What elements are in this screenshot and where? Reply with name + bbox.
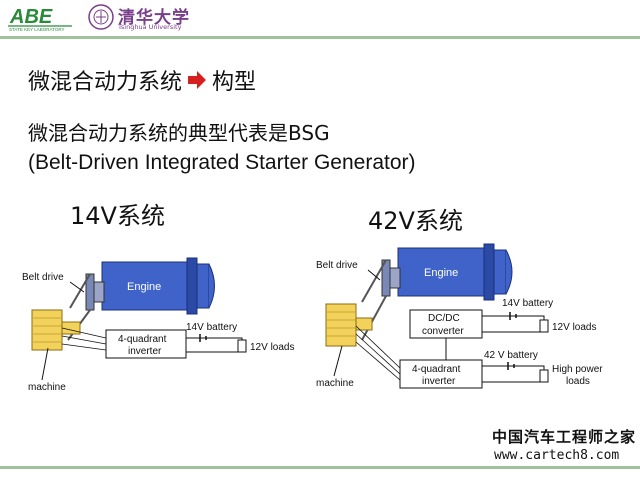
belt-drive-label: Belt drive (316, 260, 358, 271)
footer-divider (0, 466, 640, 469)
system-14v-label: 14V系统 (70, 202, 165, 230)
machine-label: machine (316, 378, 354, 389)
high-power-line1: High power (552, 364, 603, 375)
engine-rear (493, 249, 507, 295)
svg-text:ABE: ABE (9, 6, 53, 28)
inverter-box (105, 329, 187, 359)
machine-shaft (61, 321, 81, 335)
engine-cap (208, 263, 215, 309)
footer-url: www.cartech8.com (494, 448, 620, 463)
belt (361, 259, 387, 341)
engine-shaft (93, 281, 105, 303)
tsinghua-seal-icon (88, 4, 114, 30)
university-name: 清华大学 (118, 8, 190, 28)
bus-42v (482, 365, 545, 383)
engine-label: Engine (127, 281, 161, 293)
diagram-42v: Engine Belt drive machine DC/DC converte… (316, 243, 603, 389)
phase-wires (355, 325, 401, 381)
system-42v-label: 42V系统 (368, 207, 463, 235)
load-12v-resistor (539, 319, 549, 333)
flywheel (483, 243, 495, 301)
machine-label: machine (28, 382, 66, 393)
title-right: 构型 (212, 70, 257, 95)
machine-pointer (333, 345, 343, 377)
engine-block (101, 261, 188, 311)
load-resistor (237, 339, 247, 353)
battery-42-label: 42 V battery (484, 350, 538, 361)
subtitle-line1: 微混合动力系统的典型代表是BSG (28, 121, 330, 145)
svg-text:STATE KEY LABORATORY: STATE KEY LABORATORY (9, 27, 65, 32)
machine-windings (32, 317, 62, 343)
battery-14-icon (509, 312, 517, 320)
slide-header: ABE STATE KEY LABORATORY 清华大学 Tsinghua U… (0, 0, 640, 36)
engine-rear (196, 263, 210, 309)
converter-line1: DC/DC (428, 313, 460, 324)
inverter-line1: 4-quadrant (412, 364, 461, 375)
inverter-box (399, 359, 483, 389)
footer-brand: 中国汽车工程师之家 (492, 428, 637, 446)
engine-shaft (389, 267, 401, 289)
inverter-line2: inverter (422, 376, 456, 387)
machine-body (31, 309, 63, 351)
belt-drive-label: Belt drive (22, 272, 64, 283)
phase-wires (61, 327, 107, 351)
machine-pointer (41, 347, 49, 381)
university-en-name: Tsinghua University (118, 23, 182, 31)
title-left: 微混合动力系统 (28, 70, 183, 95)
machine-shaft (355, 317, 373, 331)
battery-icon (199, 334, 207, 342)
red-arrow-icon (188, 71, 207, 89)
subtitle-line2: (Belt-Driven Integrated Starter Generato… (28, 151, 416, 174)
flywheel (186, 257, 198, 315)
bus-12v (482, 315, 545, 333)
high-power-line2: loads (566, 376, 590, 387)
engine-cap (505, 249, 513, 295)
loads-12-label: 12V loads (552, 322, 596, 333)
header-divider (0, 36, 640, 39)
machine-windings (326, 311, 356, 337)
dc-bus (186, 337, 243, 353)
diagram-14v: Engine Belt drive machine 4-quadrant inv… (22, 257, 294, 393)
slide-title: 微混合动力系统 构型 (28, 64, 256, 96)
high-power-resistor (539, 369, 549, 383)
battery-42-icon (507, 362, 515, 370)
belt-drive-pointer (69, 281, 85, 293)
inverter-line1: 4-quadrant (118, 334, 167, 345)
abe-logo: ABE STATE KEY LABORATORY (6, 4, 76, 32)
engine-label: Engine (424, 267, 458, 279)
machine-body (325, 303, 357, 347)
inverter-line2: inverter (128, 346, 162, 357)
belt-drive-pointer (367, 269, 381, 281)
battery-14-label: 14V battery (502, 298, 553, 309)
converter-line2: converter (422, 326, 464, 337)
loads-label: 12V loads (250, 342, 294, 353)
battery-label: 14V battery (186, 322, 237, 333)
